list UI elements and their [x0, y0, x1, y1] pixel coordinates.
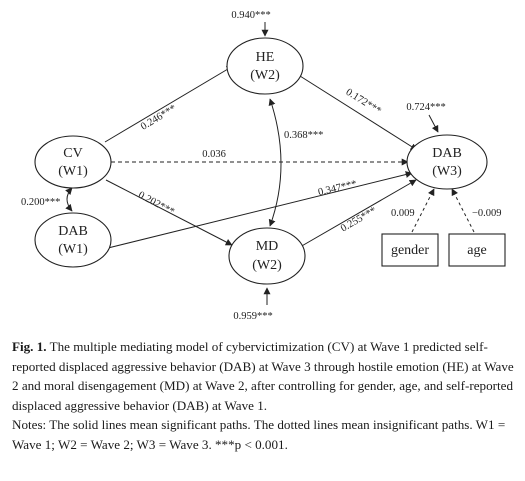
node-dab-w1-line1: DAB — [58, 224, 88, 239]
path-he-md-covariance — [268, 98, 282, 227]
caption-text: The multiple mediating model of cybervic… — [12, 339, 514, 413]
path-cv-to-he — [104, 65, 234, 143]
node-gender — [381, 233, 439, 267]
residual-arrow-dab3 — [428, 114, 439, 133]
path-md-to-dab3 — [299, 179, 417, 248]
path-he-to-dab3 — [299, 75, 418, 151]
node-dab-w3-line1: DAB — [432, 146, 462, 161]
path-gender-to-dab3 — [411, 188, 435, 233]
path-cv-dab1-covariance — [65, 187, 73, 212]
residual-md: 0.959*** — [233, 311, 272, 322]
node-md-line1: MD — [256, 239, 279, 254]
coef-cv-to-dab3: 0.036 — [202, 149, 226, 160]
path-age-to-dab3 — [451, 188, 475, 233]
node-dab-w3-line2: (W3) — [432, 164, 462, 179]
path-cv-to-md — [105, 179, 233, 246]
caption-main: Fig. 1. The multiple mediating model of … — [12, 337, 517, 415]
node-gender-label: gender — [391, 243, 429, 258]
residual-he: 0.940*** — [231, 10, 270, 21]
node-dab-w3 — [406, 134, 488, 190]
node-age — [448, 233, 506, 267]
coef-gender-to-dab3: 0.009 — [391, 208, 415, 219]
coef-cv-dab1-covariance: 0.200*** — [21, 197, 60, 208]
node-cv-line1: CV — [63, 146, 82, 161]
coef-he-to-dab3: 0.172*** — [344, 87, 383, 117]
figure-caption: Fig. 1. The multiple mediating model of … — [12, 337, 517, 455]
coef-he-md-covariance: 0.368*** — [284, 130, 323, 141]
node-age-label: age — [467, 243, 486, 258]
coef-dab1-to-dab3: 0.347*** — [317, 179, 358, 199]
path-diagram: CV (W1) DAB (W1) HE (W2) MD (W2) DAB (W3… — [21, 10, 506, 322]
node-dab-w1 — [34, 212, 112, 268]
caption-notes: Notes: The solid lines mean significant … — [12, 417, 506, 452]
node-he-line2: (W2) — [250, 68, 280, 83]
node-he-w2 — [226, 37, 304, 95]
caption-fig-label: Fig. 1. — [12, 339, 47, 354]
node-he-line1: HE — [256, 50, 275, 65]
node-dab-w1-line2: (W1) — [58, 242, 88, 257]
coef-md-to-dab3: 0.255*** — [339, 205, 379, 234]
node-cv-line2: (W1) — [58, 164, 88, 179]
node-cv-w1 — [34, 135, 112, 189]
node-md-w2 — [228, 227, 306, 285]
path-dab1-to-dab3 — [107, 171, 413, 249]
node-md-line2: (W2) — [252, 258, 282, 273]
residual-dab-w3: 0.724*** — [406, 102, 445, 113]
coef-age-to-dab3: −0.009 — [472, 208, 502, 219]
coef-cv-to-md: 0.202*** — [136, 190, 176, 218]
